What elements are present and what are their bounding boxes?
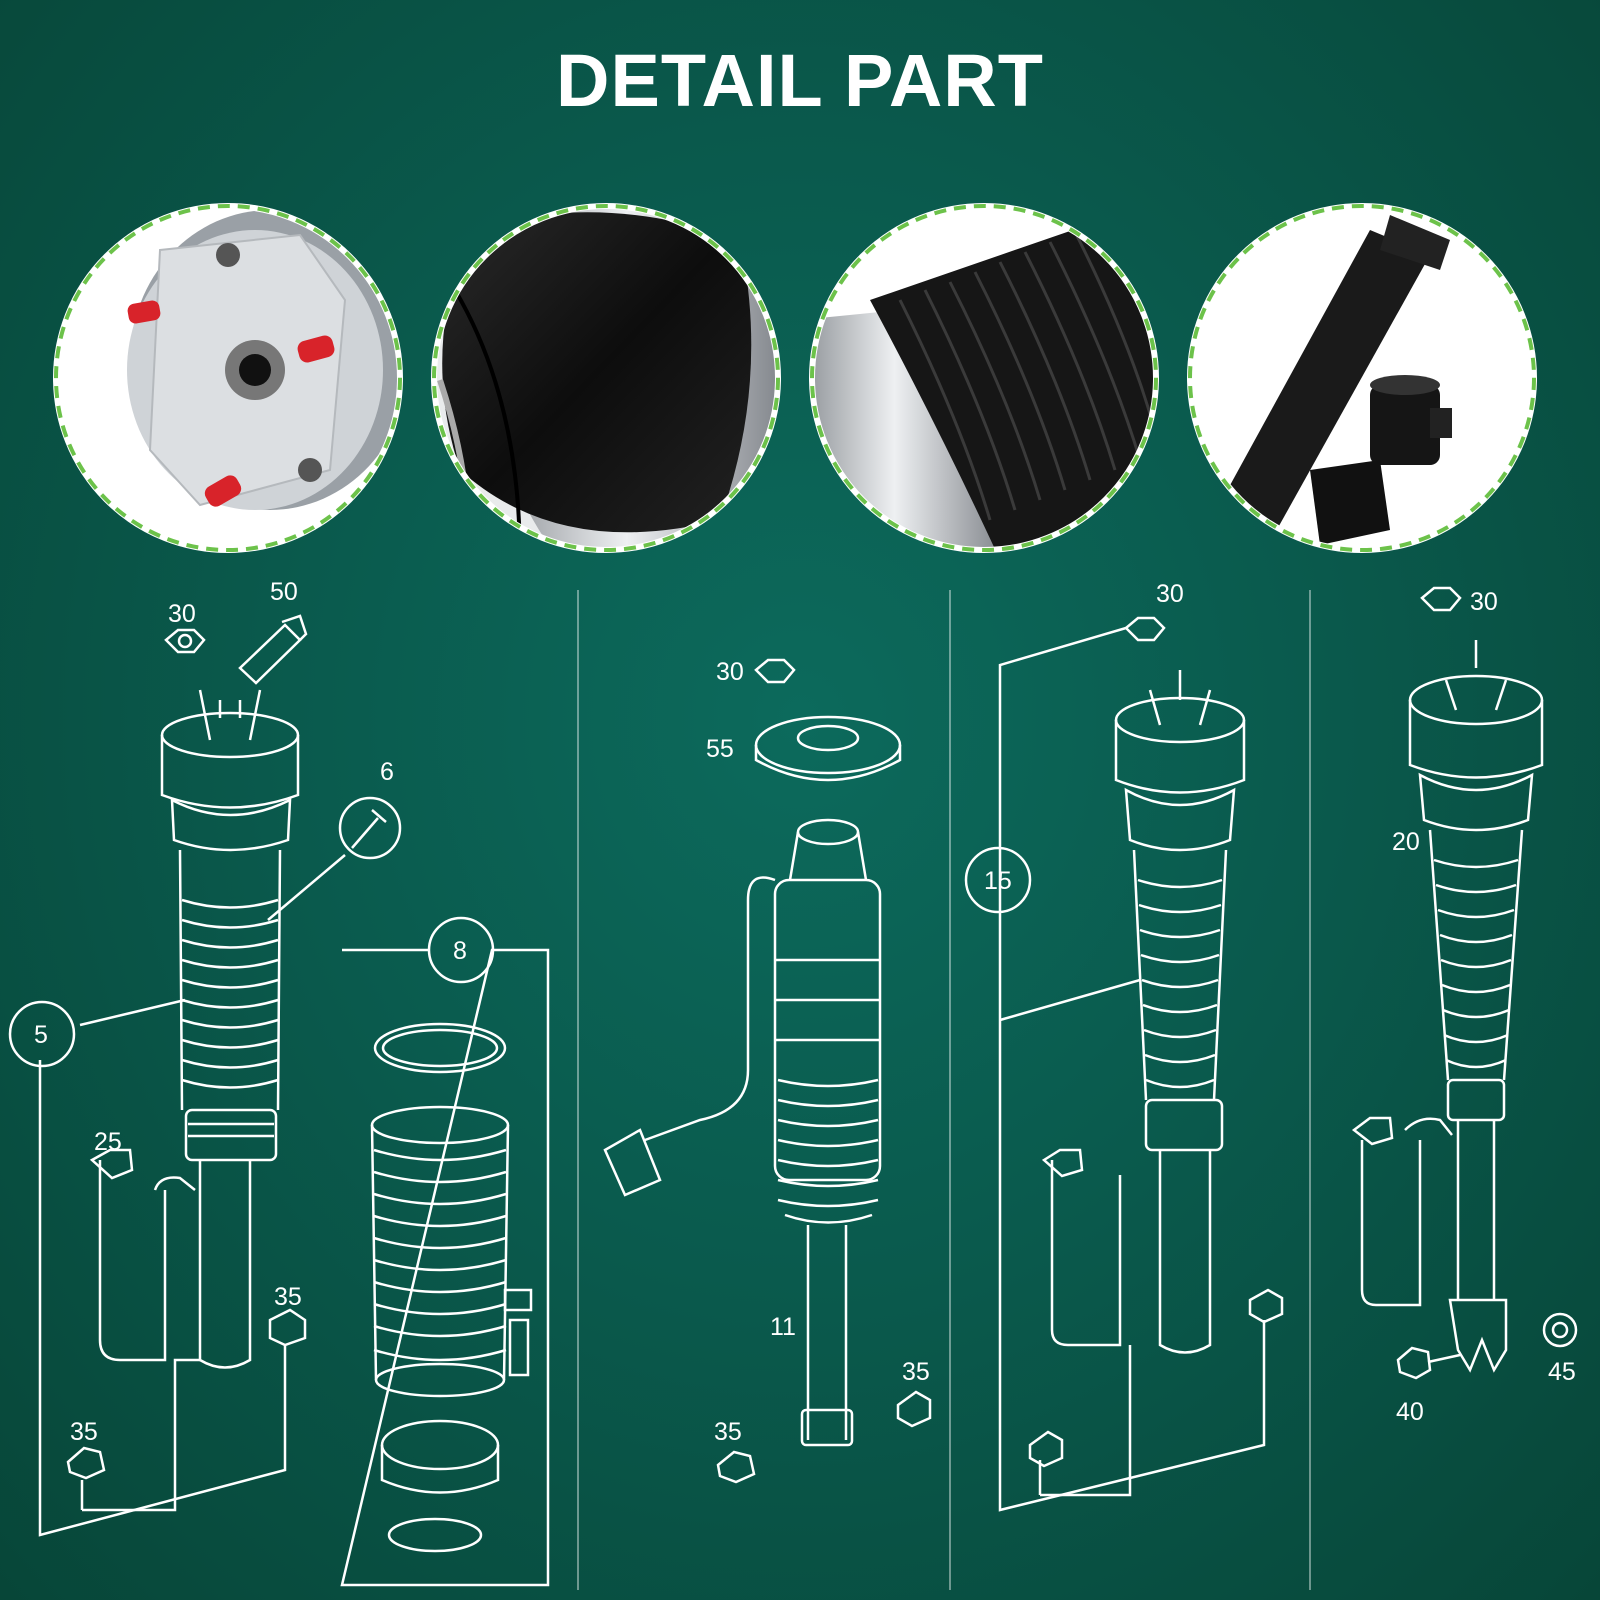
callout-50: 50: [270, 578, 298, 606]
callout-45: 45: [1548, 1358, 1576, 1386]
panel1-strut-drawing: [38, 614, 402, 1537]
bellows-photo: [809, 203, 1159, 553]
panel4-callouts: 30 20 40 45: [1392, 588, 1576, 1426]
callout-30: 30: [716, 658, 744, 686]
callout-20: 20: [1392, 828, 1420, 856]
callout-30: 30: [168, 600, 196, 628]
callout-35: 35: [714, 1418, 742, 1446]
callout-35: 35: [902, 1358, 930, 1386]
panel1-callouts: 30 50 6 5 25 35 35 8: [34, 578, 467, 1446]
panel-dividers: [577, 590, 1311, 1590]
panel1-bellows-kit: [340, 916, 550, 1587]
callout-30: 30: [1470, 588, 1498, 616]
callout-circle-5: [8, 1000, 76, 1068]
callout-35: 35: [274, 1283, 302, 1311]
callout-5: 5: [34, 1021, 48, 1049]
screw-icon: [238, 623, 302, 685]
panel2-callouts: 30 55 11 35 35: [706, 658, 930, 1446]
callout-6: 6: [380, 758, 394, 786]
callout-25: 25: [94, 1128, 122, 1156]
panel4-strut-drawing: [1351, 586, 1578, 1380]
panel2-damper-drawing: [603, 658, 932, 1484]
callout-circle-15: [964, 846, 1032, 914]
callout-35: 35: [70, 1418, 98, 1446]
callout-55: 55: [706, 735, 734, 763]
callout-8: 8: [453, 937, 467, 965]
page-title: DETAIL PART: [556, 39, 1044, 122]
panel3-strut-drawing: [998, 616, 1284, 1512]
panel3-callouts: 30 15: [984, 580, 1184, 895]
air-bag-photo: [431, 203, 781, 553]
callout-30: 30: [1156, 580, 1184, 608]
damper-valve-photo: [1187, 203, 1537, 553]
top-mount-photo: [53, 203, 403, 553]
red-cap-icon: [127, 300, 161, 324]
callout-11: 11: [770, 1313, 796, 1341]
callout-15: 15: [984, 867, 1012, 895]
callout-40: 40: [1396, 1398, 1424, 1426]
nut-icon: [164, 628, 206, 654]
